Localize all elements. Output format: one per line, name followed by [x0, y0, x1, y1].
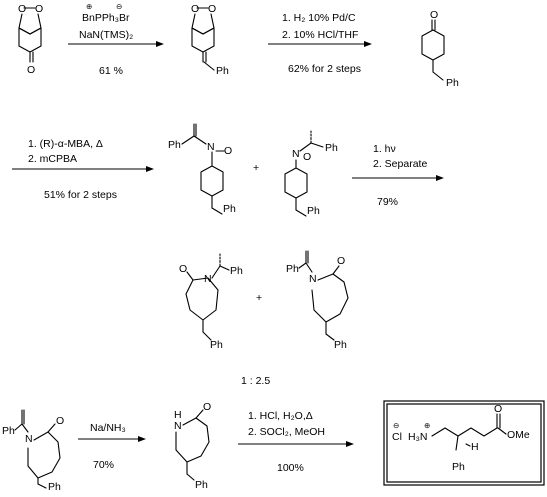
atom-n: N [207, 141, 215, 153]
atom-o: O [179, 263, 187, 275]
compound-nh-lactam: H N O Ph [174, 401, 211, 491]
product-box [386, 403, 542, 483]
product-box-outer [383, 400, 545, 486]
compound-lactam-a: O N Ph Ph [179, 253, 243, 351]
charge-minus: ⊖ [393, 421, 399, 430]
step-birch-debenzylation: Na/NH₃ 70% [78, 422, 146, 471]
yield-label: 62% for 2 steps [288, 63, 361, 75]
atom-o: O [337, 255, 345, 267]
atom-ph: Ph [48, 481, 61, 492]
step-wittig: ⊕ ⊖ BnPPh₃Br NaN(TMS)₂ 61 % [68, 2, 164, 77]
atom-ph: Ph [230, 265, 243, 277]
charge-minus: ⊖ [116, 2, 122, 11]
compound-oxaziridine-a: Ph N O Ph [168, 123, 236, 215]
reagent-line: 1. H₂ 10% Pd/C [282, 12, 356, 24]
step-photolysis: 1. hν 2. Separate 79% [352, 143, 444, 208]
atom-o: O [27, 64, 35, 76]
atom-o: O [430, 9, 438, 21]
reagent-line: Na/NH₃ [90, 422, 126, 434]
atom-o: O [18, 3, 26, 15]
atom-ph: Ph [195, 479, 208, 491]
yield-label: 61 % [99, 65, 123, 77]
step-hydrolysis-esterification: 1. HCl, H₂O,Δ 2. SOCl₂, MeOH 100% [238, 410, 354, 474]
atom-h: H [174, 409, 182, 421]
atom-n: N [292, 148, 300, 160]
atom-h3n: H₃N [408, 431, 427, 443]
atom-n: N [204, 273, 212, 285]
compound-oxaziridine-b: N O Ph Ph [284, 130, 338, 217]
reagent-line: 1. hν [373, 143, 396, 155]
atom-h: H [471, 441, 479, 453]
reagent-line: 2. mCPBA [28, 153, 77, 165]
reagent-line: 2. Separate [373, 158, 427, 170]
compound-lactam-b: Ph N O Ph [286, 250, 349, 351]
atom-n: N [25, 433, 33, 445]
ratio-label: 1 : 2.5 [241, 375, 270, 387]
atom-o: O [303, 151, 311, 163]
yield-label: 100% [277, 462, 304, 474]
reagent-line: BnPPh₃Br [82, 12, 130, 24]
atom-o: O [56, 415, 64, 427]
atom-o: O [494, 403, 502, 415]
reagent-line: 1. HCl, H₂O,Δ [248, 410, 313, 422]
atom-ph: Ph [2, 425, 15, 437]
atom-o: O [208, 3, 216, 15]
atom-o: O [224, 145, 232, 157]
atom-ph: Ph [216, 65, 229, 77]
yield-label: 70% [93, 459, 114, 471]
reagent-line: 2. 10% HCl/THF [282, 29, 358, 41]
compound-benzylidene-ketal: O O Ph [191, 3, 229, 77]
atom-o: O [35, 3, 43, 15]
plus-sign: + [253, 162, 259, 174]
atom-ph: Ph [325, 142, 338, 154]
atom-ome: OMe [507, 429, 530, 441]
plus-sign: + [256, 292, 262, 304]
atom-ph: Ph [168, 139, 181, 151]
compound-lactam-bottom: Ph N O Ph [2, 409, 64, 493]
compound-final-product: ⊖ Cl ⊕ H₃N H Ph O OMe [383, 400, 545, 486]
reagent-line: 1. (R)-α-MBA, Δ [28, 138, 103, 150]
compound-benzylcyclohexanone: O Ph [421, 9, 459, 89]
atom-ph: Ph [223, 203, 236, 215]
charge-plus: ⊕ [86, 2, 92, 11]
step-oxaziridine-formation: 1. (R)-α-MBA, Δ 2. mCPBA 51% for 2 steps [12, 138, 154, 201]
atom-o: O [203, 401, 211, 413]
atom-n: N [309, 273, 317, 285]
yield-label: 79% [377, 196, 398, 208]
charge-plus: ⊕ [424, 421, 430, 430]
atom-ph: Ph [210, 339, 223, 351]
atom-n: N [174, 420, 182, 432]
atom-o: O [191, 3, 199, 15]
atom-ph: Ph [286, 263, 299, 275]
yield-label: 51% for 2 steps [44, 189, 117, 201]
atom-cl: Cl [392, 431, 402, 443]
reagent-line: NaN(TMS)₂ [79, 29, 133, 41]
step-hydrogenation-deprotection: 1. H₂ 10% Pd/C 2. 10% HCl/THF 62% for 2 … [268, 12, 372, 75]
compound-ketal-ketone: O O O [18, 3, 43, 76]
reagent-line: 2. SOCl₂, MeOH [248, 426, 325, 438]
atom-ph: Ph [452, 461, 465, 473]
atom-ph: Ph [307, 205, 320, 217]
atom-ph: Ph [334, 339, 347, 351]
atom-ph: Ph [446, 77, 459, 89]
